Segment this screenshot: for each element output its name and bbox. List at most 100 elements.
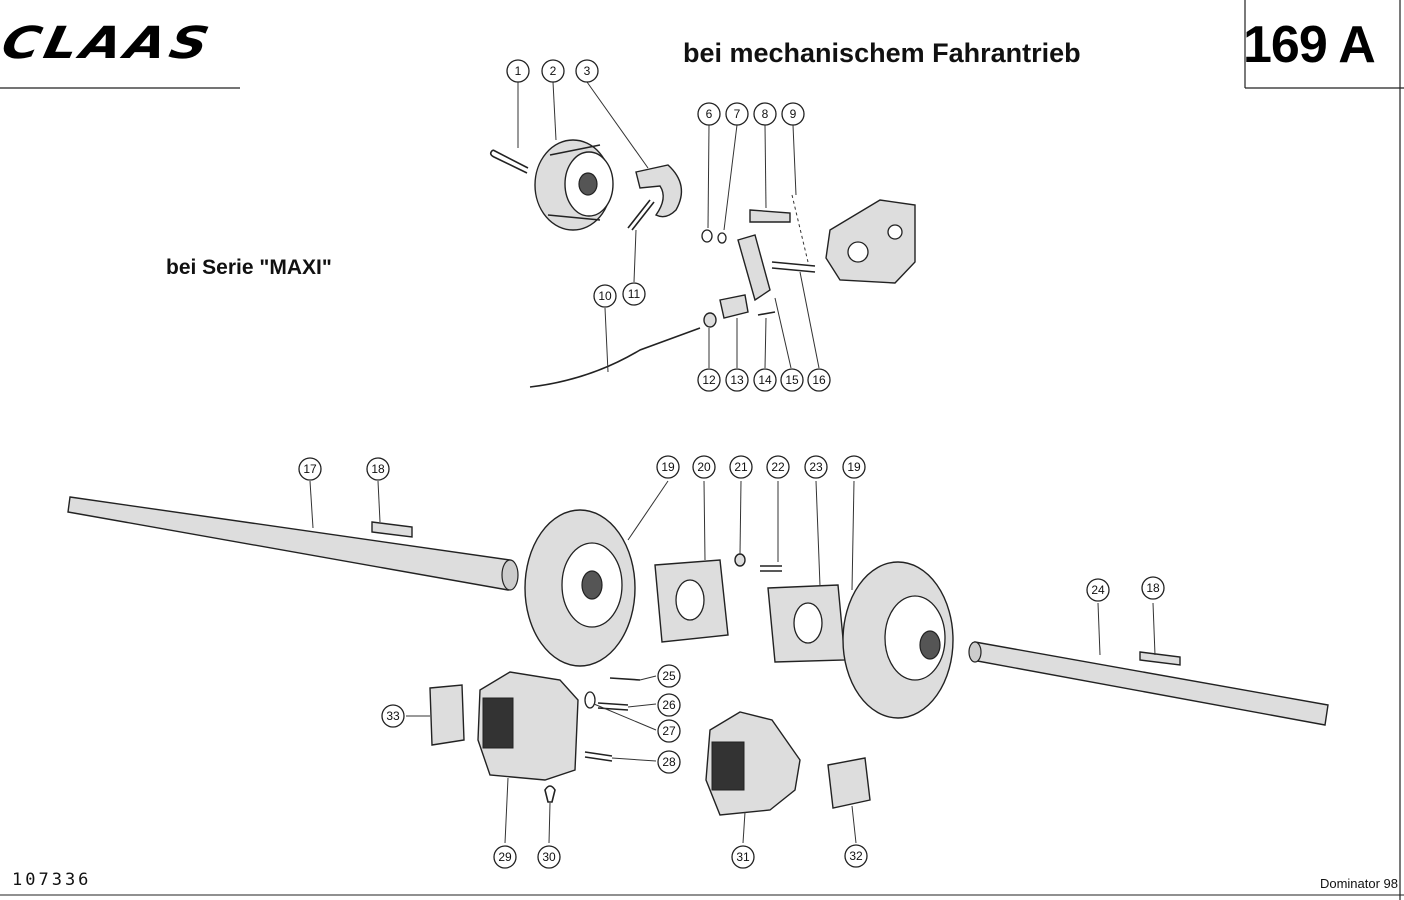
callout-6: 6	[697, 102, 721, 126]
nut-part-12	[703, 312, 717, 328]
svg-text:1: 1	[515, 64, 522, 78]
callout-18-left: 18	[366, 457, 390, 481]
callout-30: 30	[537, 845, 561, 869]
brake-shoe-part-3	[635, 164, 683, 218]
callout-18-right: 18	[1141, 576, 1165, 600]
washer-part-7	[717, 232, 727, 244]
lever-part-15	[737, 234, 771, 302]
bolt-part-14	[757, 311, 776, 316]
brake-caliper-part-31	[705, 711, 801, 816]
bolt-part-28	[584, 751, 613, 762]
callout-12: 12	[697, 368, 721, 392]
pin-part-1	[489, 149, 529, 174]
callout-23: 23	[804, 455, 828, 479]
bolt-part-22	[760, 565, 782, 572]
svg-text:31: 31	[736, 850, 750, 864]
bolt-part-26	[597, 702, 629, 711]
svg-text:13: 13	[730, 373, 744, 387]
svg-text:26: 26	[662, 698, 676, 712]
key-part-18-left	[371, 521, 413, 538]
callout-10: 10	[593, 284, 617, 308]
bolt-part-25	[609, 677, 641, 681]
svg-text:6: 6	[706, 107, 713, 121]
brake-caliper-part-29	[477, 671, 579, 781]
callout-leaders	[309, 81, 1156, 844]
washer-part-27	[584, 691, 596, 709]
nut-part-21	[734, 553, 746, 567]
callout-31: 31	[731, 845, 755, 869]
svg-text:27: 27	[662, 724, 676, 738]
svg-text:22: 22	[771, 460, 785, 474]
brake-disc-part-19-left	[524, 509, 636, 667]
callout-11: 11	[622, 282, 646, 306]
page-title: bei mechanischem Fahrantrieb	[683, 38, 1081, 68]
svg-text:30: 30	[542, 850, 556, 864]
svg-text:2: 2	[550, 64, 557, 78]
svg-text:16: 16	[812, 373, 826, 387]
brake-drum-part-2	[534, 139, 614, 231]
brake-pad-part-32	[827, 757, 871, 809]
callout-13: 13	[725, 368, 749, 392]
svg-text:33: 33	[386, 709, 400, 723]
svg-text:21: 21	[734, 460, 748, 474]
svg-text:23: 23	[809, 460, 823, 474]
key-part-18-right	[1139, 651, 1181, 666]
svg-text:3: 3	[584, 64, 591, 78]
svg-text:17: 17	[303, 462, 317, 476]
callout-26: 26	[657, 693, 681, 717]
clevis-part-13	[719, 294, 749, 319]
callout-32: 32	[844, 844, 868, 868]
variant-label: bei Serie "MAXI"	[166, 256, 332, 279]
callout-19-right: 19	[842, 455, 866, 479]
svg-text:28: 28	[662, 755, 676, 769]
flange-plate-part-23	[767, 584, 846, 663]
svg-text:24: 24	[1091, 583, 1105, 597]
callout-25: 25	[657, 664, 681, 688]
spring-part-11	[627, 199, 655, 231]
callout-29: 29	[493, 845, 517, 869]
pin-part-16	[771, 261, 816, 273]
svg-text:19: 19	[847, 460, 861, 474]
pin-part-9	[791, 194, 809, 263]
model-label: Dominator 98	[1319, 876, 1398, 891]
callout-3: 3	[575, 59, 599, 83]
callout-19-left: 19	[656, 455, 680, 479]
callout-24: 24	[1086, 578, 1110, 602]
callout-14: 14	[753, 368, 777, 392]
svg-text:10: 10	[598, 289, 612, 303]
brake-disc-part-19-right	[842, 561, 954, 719]
svg-text:8: 8	[762, 107, 769, 121]
bowden-cable-part-10	[529, 327, 701, 388]
svg-text:7: 7	[734, 107, 741, 121]
svg-text:32: 32	[849, 849, 863, 863]
svg-text:20: 20	[697, 460, 711, 474]
callout-27: 27	[657, 719, 681, 743]
callout-1: 1	[506, 59, 530, 83]
svg-text:9: 9	[790, 107, 797, 121]
callout-7: 7	[725, 102, 749, 126]
callout-8: 8	[753, 102, 777, 126]
svg-text:12: 12	[702, 373, 716, 387]
drawing-number: 107336	[12, 870, 92, 890]
page-number: 169 A	[1243, 16, 1376, 74]
washer-part-6	[701, 229, 713, 243]
callout-20: 20	[692, 455, 716, 479]
callout-17: 17	[298, 457, 322, 481]
drive-shaft-part-24	[968, 641, 1329, 726]
svg-text:19: 19	[661, 460, 675, 474]
callout-9: 9	[781, 102, 805, 126]
callout-21: 21	[729, 455, 753, 479]
bracket-housing	[825, 199, 916, 284]
flange-plate-part-20	[654, 559, 729, 643]
callout-2: 2	[541, 59, 565, 83]
bolt-part-8	[749, 209, 791, 223]
callout-28: 28	[657, 750, 681, 774]
svg-text:18: 18	[371, 462, 385, 476]
svg-text:14: 14	[758, 373, 772, 387]
svg-text:15: 15	[785, 373, 799, 387]
callout-15: 15	[780, 368, 804, 392]
callout-22: 22	[766, 455, 790, 479]
svg-text:11: 11	[628, 287, 641, 301]
